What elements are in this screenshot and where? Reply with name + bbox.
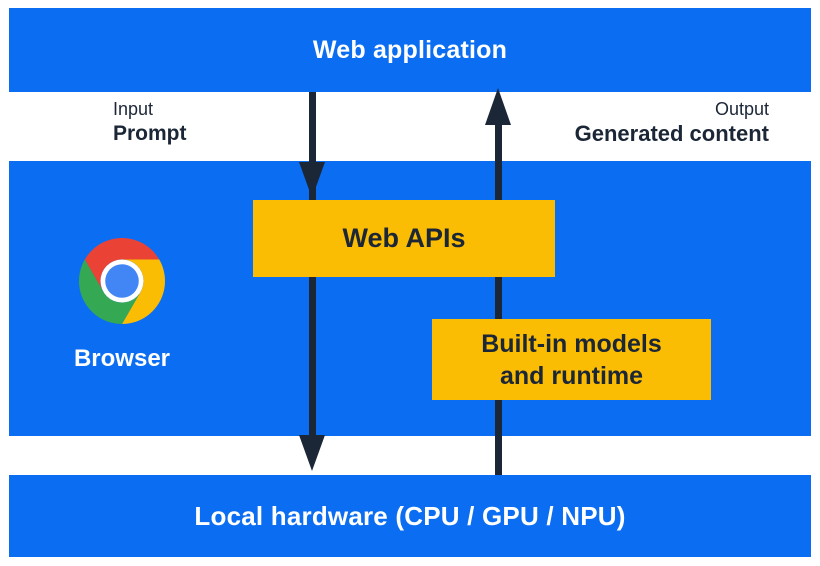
- down-arrowhead-icon: [299, 435, 325, 471]
- input-label-group: Input Prompt: [113, 98, 187, 147]
- up-arrow-shaft: [495, 124, 502, 475]
- input-caption: Input: [113, 99, 154, 119]
- output-value: Generated content: [574, 121, 769, 146]
- web-apis-box: Web APIs: [253, 200, 555, 277]
- builtin-models-box: Built-in models and runtime: [432, 319, 711, 400]
- web-application-title: Web application: [312, 35, 508, 64]
- output-label-group: Output Generated content: [575, 98, 769, 147]
- output-caption: Output: [714, 99, 769, 119]
- builtin-models-box-line1: Built-in models: [481, 329, 662, 358]
- chrome-logo-icon: [79, 238, 165, 324]
- web-apis-box-label: Web APIs: [342, 223, 466, 253]
- builtin-models-box-line2: and runtime: [499, 361, 644, 390]
- local-hardware-title: Local hardware (CPU / GPU / NPU): [194, 500, 626, 531]
- input-value: Prompt: [113, 122, 187, 145]
- local-hardware-band: Local hardware (CPU / GPU / NPU): [9, 475, 811, 557]
- up-arrowhead-icon: [485, 88, 511, 125]
- down-arrowhead-icon: [299, 162, 325, 198]
- web-application-band: Web application: [9, 8, 811, 92]
- browser-label: Browser: [73, 345, 171, 372]
